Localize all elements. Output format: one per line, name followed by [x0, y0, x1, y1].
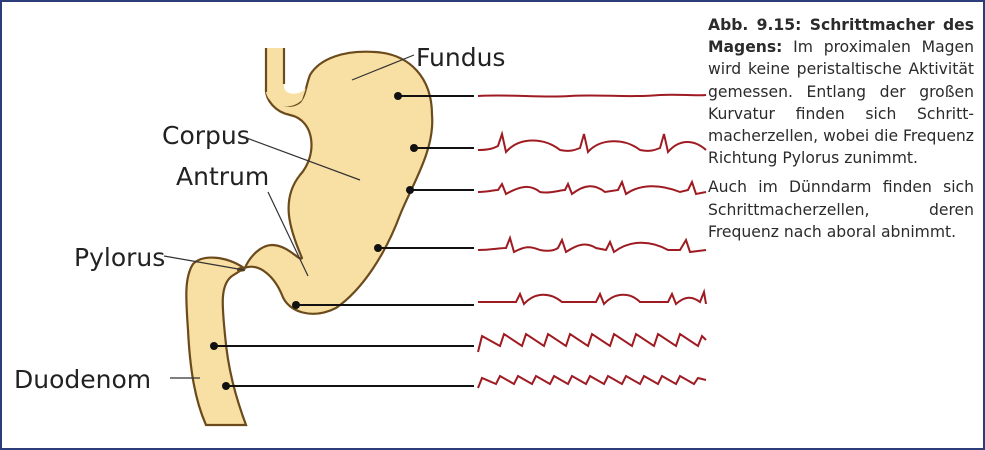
caption-paragraph-1: Abb. 9.15: Schritt­macher des Magens: Im…	[708, 14, 974, 169]
electrode-antrum-upper	[374, 244, 474, 252]
label-duodenum: Duodenom	[14, 365, 151, 394]
esophagus-shape	[266, 48, 306, 106]
trace-duodenum-upper	[478, 334, 706, 352]
electrode-duodenum-lower	[222, 382, 474, 390]
caption-paragraph-2: Auch im Dünndarm finden sich Schritt­mac…	[708, 176, 974, 243]
electrode-duodenum-upper	[210, 342, 474, 350]
trace-duodenum-lower	[478, 376, 706, 388]
trace-fundus	[478, 95, 706, 97]
duodenum-shape	[186, 258, 246, 425]
trace-antrum-lower	[478, 292, 706, 304]
label-pylorus: Pylorus	[74, 243, 165, 272]
label-fundus: Fundus	[416, 43, 505, 72]
trace-corpus-upper	[478, 134, 706, 152]
trace-antrum-upper	[478, 238, 706, 252]
figure-caption: Abb. 9.15: Schritt­macher des Magens: Im…	[708, 14, 974, 250]
label-antrum: Antrum	[176, 162, 269, 191]
electrode-corpus-lower	[406, 186, 474, 194]
trace-corpus-lower	[478, 182, 706, 194]
caption-text-1: Im proximalen Magen wird keine peristalt…	[708, 38, 974, 167]
label-corpus: Corpus	[162, 121, 250, 150]
